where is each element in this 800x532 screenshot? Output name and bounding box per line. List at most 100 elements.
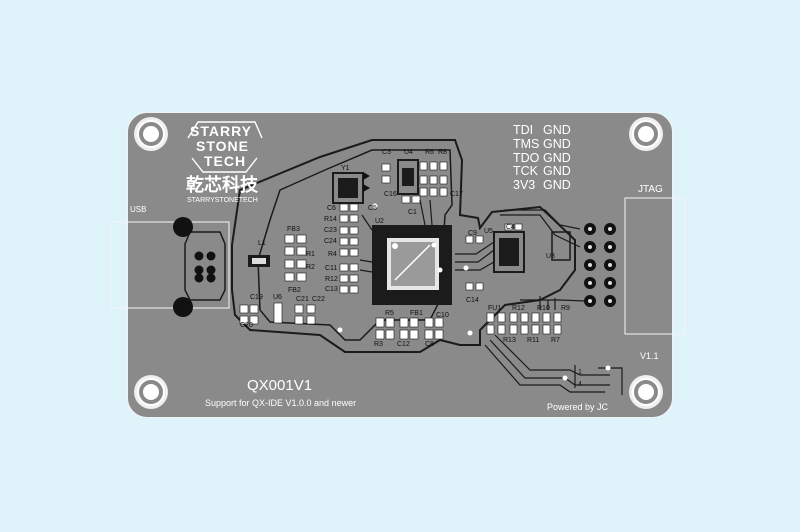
designator: R6 [425,149,434,156]
via [437,267,443,273]
designator: U4 [404,149,413,156]
passive-pads [239,161,562,340]
pin-signal: TCK [513,164,538,178]
brand-line-1: STARRY [190,123,252,139]
pin-signal: TDO [513,151,540,165]
designator: R7 [551,337,560,344]
mcu-u2 [372,225,452,305]
designator: C11 [325,265,338,272]
designator: R9 [561,305,570,312]
pin-ground: GND [543,164,571,178]
designator: C22 [312,296,325,303]
usb-shield-trace [184,231,226,301]
designator: U5 [484,228,493,235]
mounting-hole [134,375,168,409]
copper-outline [231,139,576,353]
pin-ground: GND [543,123,571,137]
designator: R1 [306,251,315,258]
designator: Y1 [341,165,350,172]
via [605,365,611,371]
via [467,330,473,336]
jtag-label: JTAG [638,184,663,195]
version-label: V1.1 [640,351,659,361]
pin-ground: GND [543,151,571,165]
starrystone-logo-graphic [187,121,263,173]
designator: FB2 [288,287,301,294]
usb-pad [206,251,216,261]
usb-pad [194,251,204,261]
model-label: QX001V1 [247,377,313,394]
triangle-marker [363,172,370,180]
chip-u3 [551,231,571,261]
via [372,203,378,209]
triangle-marker [363,184,370,192]
designator: R14 [324,216,337,223]
usb-pad [206,273,216,283]
brand-line-2: STONE [196,138,249,154]
usb-hole [173,297,193,317]
via [562,375,568,381]
designator: FB3 [287,226,300,233]
chip-u4 [397,159,419,195]
designator: R11 [527,337,540,344]
pin-ground: GND [543,178,571,192]
designator: R3 [374,341,383,348]
usb-pad [194,273,204,283]
mounting-hole [629,375,663,409]
designator: C5 [368,205,377,212]
designator: R12 [512,305,525,312]
via [463,265,469,271]
designator: C14 [466,297,479,304]
designator: FU1 [488,305,502,312]
designator: C6 [327,205,336,212]
designator: C23 [324,227,337,234]
designator: C8 [425,341,434,348]
designator: U3 [546,253,555,260]
designator: C16 [384,191,397,198]
mounting-hole [629,117,663,151]
designator: U2 [375,218,384,225]
usb-label: USB [130,205,147,214]
designator: C12 [397,341,410,348]
via [431,242,437,248]
pin-signal: TMS [513,137,540,151]
designator: R2 [306,264,315,271]
designator: R8 [438,149,447,156]
pin-map-row: TDI GND [513,124,571,137]
designator: C4 [506,224,515,231]
designator: C20 [240,322,253,329]
via [337,327,343,333]
designator: FB1 [410,310,423,317]
designator: C24 [324,238,337,245]
support-text: Support for QX-IDE V1.0.0 and newer [205,398,357,408]
designator: R12 [325,276,338,283]
designator: R5 [385,310,394,317]
company-name-cn: 乾芯科技 [186,175,258,195]
pin-map-row: 3V3 GND [513,179,571,192]
pin-ground: GND [543,137,571,151]
usb-hole [173,217,193,237]
designator: C3 [382,149,391,156]
designator: R4 [328,251,337,258]
pin-signal: TDI [513,123,534,137]
designator: 1 [578,369,582,376]
pin-signal: 3V3 [513,178,536,192]
usb-pad [206,265,216,275]
jtag-connector-outline [624,197,686,335]
designator: C13 [325,286,338,293]
designator: C21 [296,296,309,303]
brand-line-3: TECH [204,153,247,169]
designator: U6 [273,294,282,301]
designator: C19 [250,294,263,301]
usb-connector-outline [110,221,230,309]
powered-by-label: Powered by JC [547,402,609,412]
chip-u5 [493,231,525,273]
designator: C1 [408,209,417,216]
mounting-hole [134,117,168,151]
company-name-en: STARRYSTONETECH [187,197,258,204]
pin-map-row: TCK GND [513,165,571,178]
designator: L1 [258,240,266,247]
